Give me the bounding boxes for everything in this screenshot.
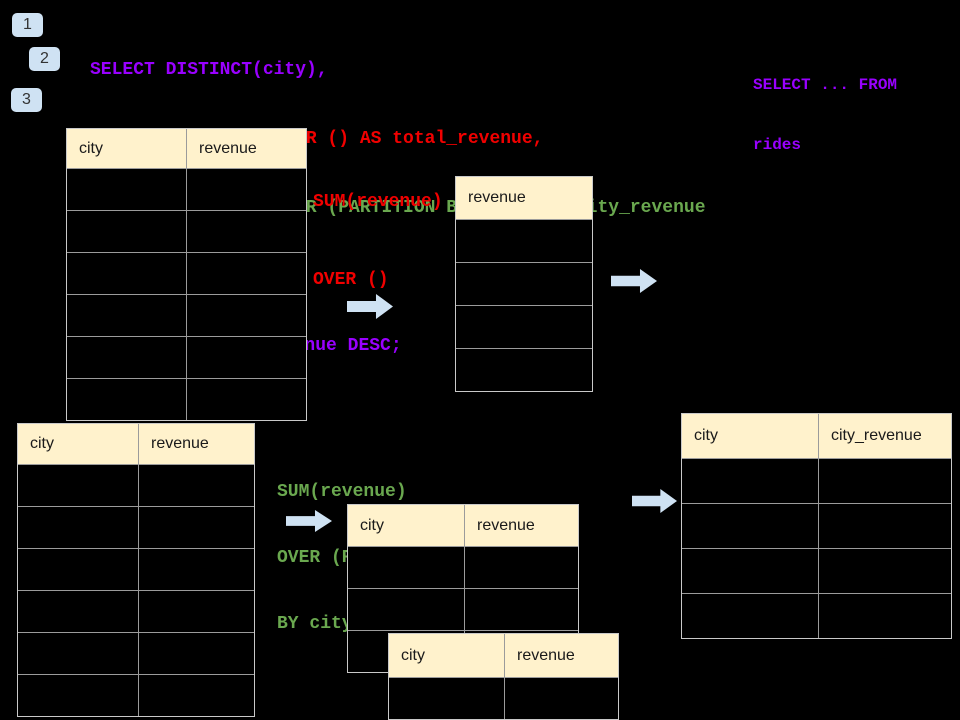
source-table-bottom: city revenue (17, 423, 255, 717)
empty-cell (18, 549, 138, 590)
column-header-revenue: revenue (504, 634, 618, 677)
partitioned-table-overlap: city revenue (388, 633, 619, 720)
empty-cell (348, 547, 464, 588)
empty-cell (186, 253, 306, 294)
empty-row (682, 458, 951, 503)
empty-cell (456, 306, 592, 348)
empty-row (456, 305, 592, 348)
column-header-revenue: revenue (186, 129, 306, 168)
empty-cell (138, 675, 254, 716)
source-table-top: city revenue (66, 128, 307, 421)
empty-row (67, 252, 306, 294)
table-header-row: city revenue (348, 505, 578, 546)
right-arrow-icon (632, 489, 677, 513)
side-note-select-from: SELECT ... FROM rides (753, 35, 897, 195)
empty-cell (818, 459, 951, 503)
empty-cell (464, 547, 578, 588)
column-header-revenue: revenue (464, 505, 578, 546)
empty-cell (67, 169, 186, 210)
empty-row (682, 593, 951, 638)
empty-row (348, 546, 578, 588)
annotation-total-line-1: SUM(revenue) (313, 192, 443, 212)
column-header-city: city (30, 435, 54, 452)
side-note-line-1: SELECT ... FROM (753, 76, 898, 94)
column-header-city-revenue: city_revenue (818, 414, 951, 458)
empty-cell (818, 504, 951, 548)
step-badge-3: 3 (11, 88, 42, 112)
step-badge-2: 2 (29, 47, 60, 71)
empty-cell (818, 594, 951, 638)
empty-row (67, 378, 306, 420)
empty-cell (67, 337, 186, 378)
step-badge-1: 1 (12, 13, 43, 37)
column-header-revenue: revenue (138, 424, 254, 464)
empty-cell (138, 591, 254, 632)
column-header-city: city (79, 139, 103, 157)
table-header-row: city revenue (67, 129, 306, 168)
empty-row (18, 590, 254, 632)
empty-cell (818, 549, 951, 593)
empty-cell (456, 349, 592, 391)
empty-row (348, 588, 578, 630)
empty-cell (504, 678, 618, 719)
empty-cell (186, 295, 306, 336)
empty-cell (456, 220, 592, 262)
table-header-row: city revenue (18, 424, 254, 464)
column-header-city: city (694, 427, 718, 444)
side-note-line-2: rides (753, 136, 802, 154)
city-revenue-result-table: city city_revenue (681, 413, 952, 639)
empty-cell (138, 507, 254, 548)
empty-cell (18, 507, 138, 548)
empty-row (456, 348, 592, 391)
empty-row (67, 210, 306, 252)
annotation-city-line-1: SUM(revenue) (277, 482, 407, 502)
empty-cell (456, 263, 592, 305)
annotation-total-line-2: OVER () (313, 270, 389, 290)
total-revenue-table: revenue (455, 176, 593, 392)
empty-row (67, 336, 306, 378)
empty-cell (18, 465, 138, 506)
empty-row (456, 219, 592, 262)
column-header-city: city (360, 516, 384, 534)
table-header-row: city revenue (389, 634, 618, 677)
empty-cell (682, 594, 818, 638)
empty-cell (186, 169, 306, 210)
empty-cell (67, 295, 186, 336)
empty-row (682, 503, 951, 548)
empty-cell (18, 633, 138, 674)
empty-cell (682, 459, 818, 503)
empty-row (18, 464, 254, 506)
empty-cell (18, 591, 138, 632)
empty-cell (348, 589, 464, 630)
table-header-row: revenue (456, 177, 592, 219)
annotation-total-revenue: SUM(revenue) OVER () (313, 137, 443, 345)
empty-cell (464, 589, 578, 630)
empty-cell (18, 675, 138, 716)
empty-cell (389, 678, 504, 719)
empty-cell (138, 465, 254, 506)
empty-cell (682, 549, 818, 593)
empty-row (67, 168, 306, 210)
sql-line-select: SELECT DISTINCT(city), (90, 60, 328, 80)
empty-cell (138, 549, 254, 590)
empty-cell (186, 337, 306, 378)
empty-cell (67, 379, 186, 420)
empty-row (456, 262, 592, 305)
empty-row (18, 674, 254, 716)
empty-cell (682, 504, 818, 548)
empty-cell (186, 211, 306, 252)
empty-cell (138, 633, 254, 674)
empty-row (67, 294, 306, 336)
empty-row (18, 548, 254, 590)
table-header-row: city city_revenue (682, 414, 951, 458)
empty-row (18, 632, 254, 674)
column-header-revenue: revenue (468, 189, 526, 206)
empty-row (389, 677, 618, 719)
empty-row (18, 506, 254, 548)
empty-cell (67, 211, 186, 252)
empty-row (682, 548, 951, 593)
empty-cell (67, 253, 186, 294)
empty-cell (186, 379, 306, 420)
column-header-city: city (401, 646, 425, 664)
